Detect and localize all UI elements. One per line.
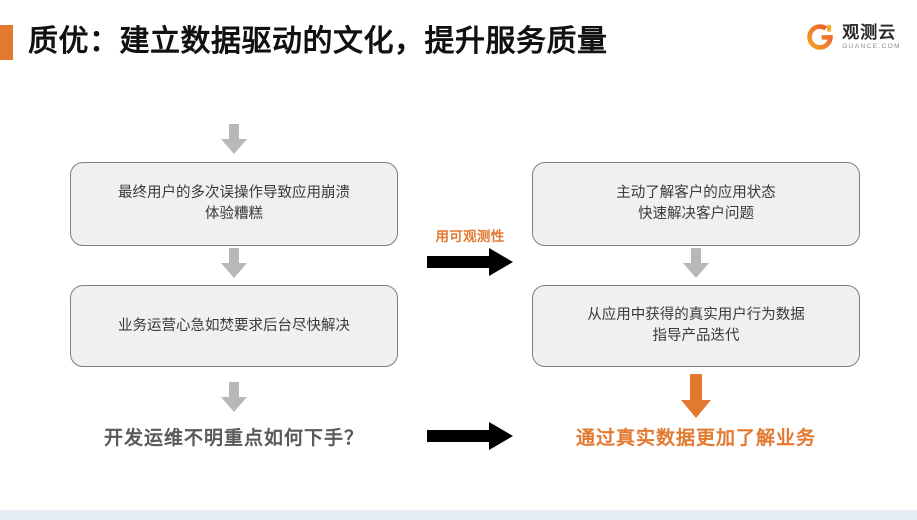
- flow-node-right-2: 从应用中获得的真实用户行为数据 指导产品迭代: [532, 285, 860, 367]
- logo-text: 观测云 GUANCE.COM: [842, 24, 901, 51]
- flow-node-left-1: 最终用户的多次误操作导致应用崩溃 体验糟糕: [70, 162, 398, 246]
- guance-g-logo-icon: [805, 22, 835, 52]
- flow-diagram: 最终用户的多次误操作导致应用崩溃 体验糟糕 业务运营心急如焚要求后台尽快解决 开…: [0, 88, 917, 478]
- slide-header: 质优：建立数据驱动的文化，提升服务质量 观测云 GUANCE.COM: [0, 0, 917, 88]
- flow-conclusion-left: 开发运维不明重点如何下手？: [103, 428, 364, 449]
- down-arrow-highlight-icon: [681, 374, 711, 418]
- flow-node-left-2: 业务运营心急如焚要求后台尽快解决: [70, 285, 398, 367]
- brand-logo: 观测云 GUANCE.COM: [805, 22, 901, 52]
- transition-caption: 用可观测性: [435, 229, 505, 244]
- page-title: 质优：建立数据驱动的文化，提升服务质量: [28, 25, 608, 58]
- down-arrow-icon: [221, 124, 247, 154]
- down-arrow-icon: [221, 382, 247, 412]
- right-arrow-icon: [427, 248, 513, 276]
- flow-node-right-1: 主动了解客户的应用状态 快速解决客户问题: [532, 162, 860, 246]
- right-arrow-icon: [427, 422, 513, 450]
- logo-name-en: GUANCE.COM: [842, 42, 901, 50]
- logo-name-cn: 观测云: [842, 22, 897, 42]
- title-accent-bar: [0, 25, 13, 60]
- flow-conclusion-right: 通过真实数据更加了解业务: [575, 428, 816, 449]
- footer-strip: [0, 510, 917, 520]
- down-arrow-icon: [221, 248, 247, 278]
- down-arrow-icon: [683, 248, 709, 278]
